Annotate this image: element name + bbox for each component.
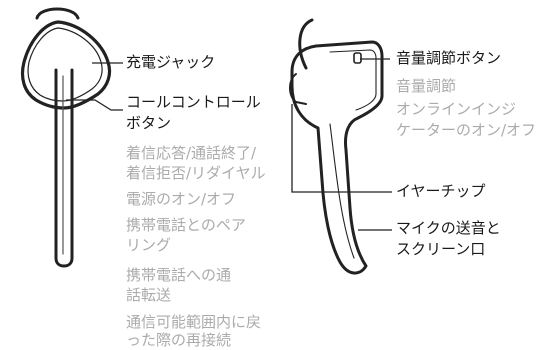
microphone-label-line1: マイクの送音と (396, 219, 501, 237)
call-control-button-label-line2: ボタン (126, 114, 172, 132)
call-control-button-label-line1: コールコントロール (126, 93, 261, 111)
function-transfer-line2: 話転送 (126, 286, 172, 304)
charge-jack-label: 充電ジャック (126, 53, 216, 71)
volume-button-label: 音量調節ボタン (396, 49, 502, 67)
function-indicator-line1: オンラインインジ (396, 100, 517, 118)
eartip-label: イヤーチップ (396, 182, 486, 200)
function-volume: 音量調節 (396, 77, 457, 95)
function-call-answer-line1: 着信応答/通話終了/ (126, 144, 257, 162)
function-call-answer-line2: 着信拒否/リダイヤル (126, 164, 266, 182)
function-pairing-line2: リング (126, 236, 172, 254)
headset-front-illustration (20, 7, 112, 268)
microphone-label-line2: スクリーン口 (396, 240, 486, 258)
right-leader-lines (291, 58, 392, 231)
function-reconnect-line2: った際の再接続 (126, 331, 232, 349)
function-pairing-line1: 携帯電話とのペア (126, 216, 246, 234)
function-power: 電源のオン/オフ (126, 190, 237, 208)
function-reconnect-line1: 通信可能範囲内に戻 (126, 313, 262, 331)
function-indicator-line2: ケーターのオン/オフ (396, 121, 537, 139)
left-leader-lines (66, 62, 123, 111)
headset-side-illustration (289, 18, 384, 275)
function-transfer-line1: 携帯電話への通 (126, 266, 232, 284)
